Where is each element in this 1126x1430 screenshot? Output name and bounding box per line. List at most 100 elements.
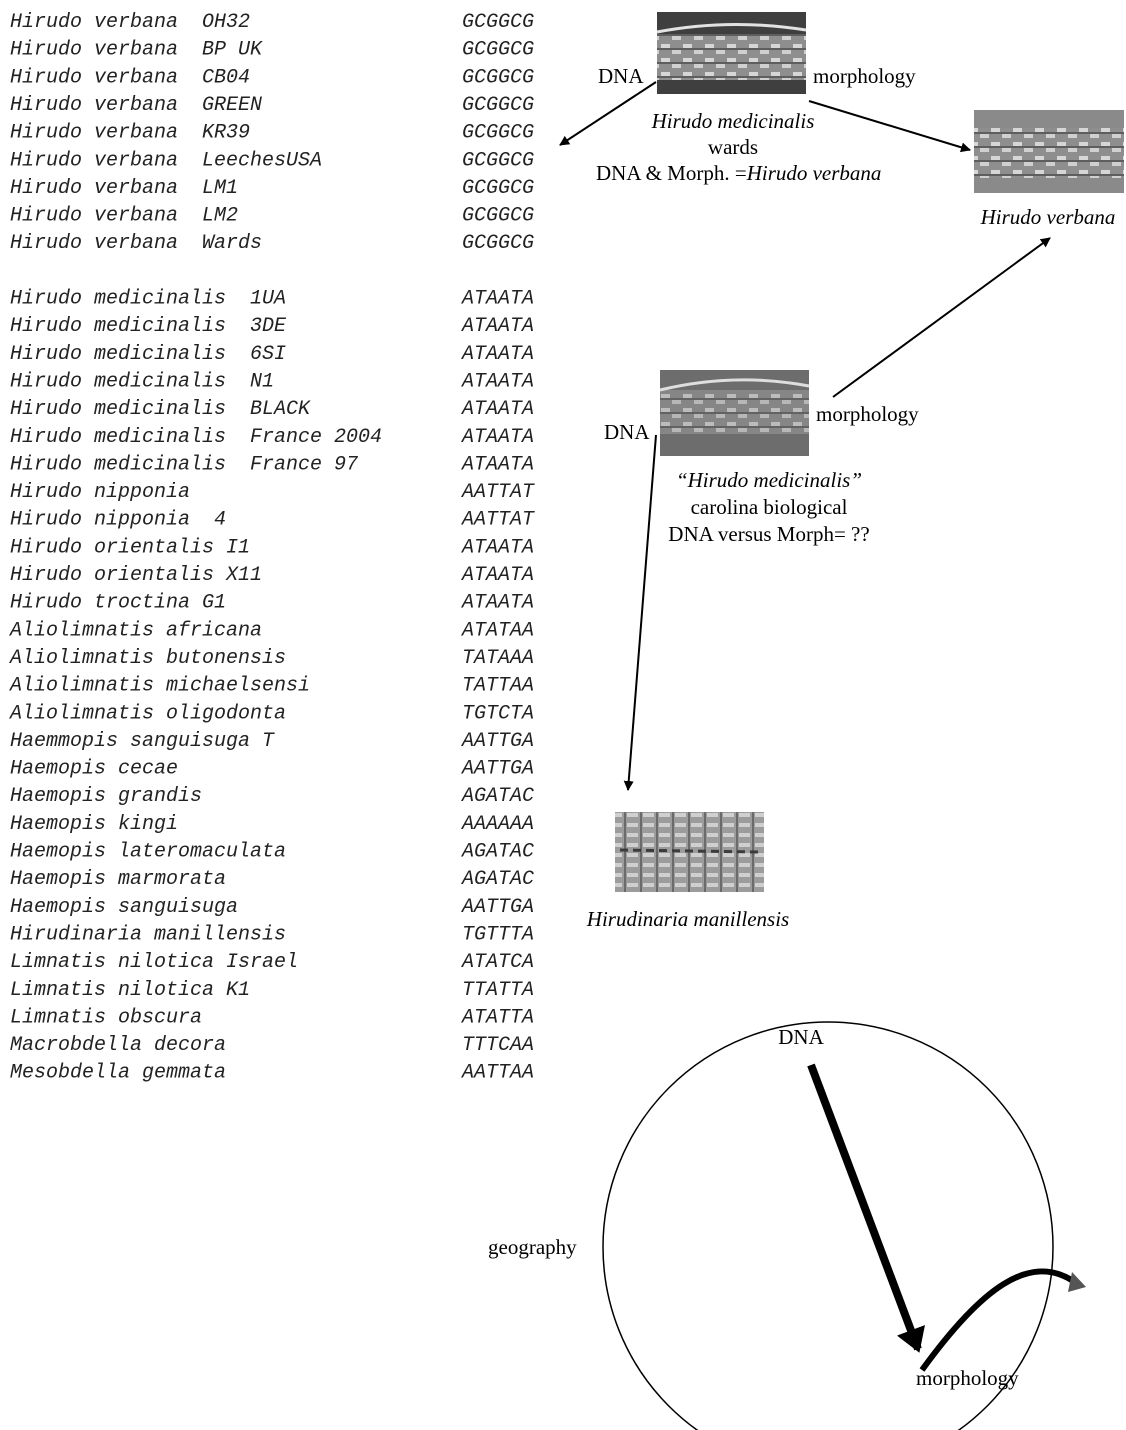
strain-label: LeechesUSA <box>202 149 322 172</box>
sequence-row: Haemopis marmorata AGATAC <box>10 868 534 891</box>
wards-caption-result: DNA & Morph. =Hirudo verbana <box>596 161 881 185</box>
taxon-name: Haemopis cecae <box>10 758 178 781</box>
taxon-name: Aliolimnatis butonensis <box>8 647 286 670</box>
sequence-value: GCGGCG <box>462 122 534 145</box>
strain-label: 4 <box>214 509 226 532</box>
sequence-value: AATTGA <box>460 730 534 753</box>
sequence-row: Mesobdella gemmata AATTAA <box>10 1062 534 1085</box>
strain-label: BP UK <box>202 39 263 62</box>
wards-caption-species: Hirudo medicinalis <box>651 109 815 133</box>
taxon-name: Hirudo verbana <box>10 177 178 200</box>
taxon-name: Haemopis sanguisuga <box>10 896 238 919</box>
taxon-name: Haemopis kingi <box>10 813 178 836</box>
taxon-name: Limnatis obscura <box>10 1006 202 1029</box>
sequence-value: TTTCAA <box>462 1034 534 1057</box>
taxon-name: Haemopis grandis <box>10 785 202 808</box>
taxon-name: Hirudo verbana <box>10 205 178 228</box>
wards-dna-label: DNA <box>598 64 644 88</box>
strain-label: BLACK <box>250 398 311 421</box>
sequence-value: AATTAT <box>460 509 535 532</box>
taxon-name: Hirudo verbana <box>10 39 178 62</box>
sequence-row: Hirudo nipponia 4 AATTAT <box>10 509 535 532</box>
sequence-value: GCGGCG <box>462 94 534 117</box>
taxon-name: Hirudo verbana <box>10 66 178 89</box>
manillensis-panel: Hirudinaria manillensis <box>586 812 789 931</box>
sequence-value: AAAAAA <box>460 813 534 836</box>
sequence-value: AATTGA <box>460 896 534 919</box>
sequence-value: ATAATA <box>460 536 534 559</box>
verbana-caption: Hirudo verbana <box>980 205 1116 229</box>
strain-label: LM1 <box>202 177 238 200</box>
sequence-value: TTATTA <box>462 979 534 1002</box>
taxon-name: Aliolimnatis michaelsensi <box>8 675 310 698</box>
sequence-value: ATAATA <box>460 315 534 338</box>
sequence-value: GCGGCG <box>462 66 534 89</box>
carolina-dna-arrow <box>623 434 657 791</box>
carolina-morphology-label: morphology <box>816 402 919 426</box>
taxon-name: Mesobdella gemmata <box>10 1062 226 1085</box>
carolina-dna-label: DNA <box>604 420 650 444</box>
circle-diagram: DNA geography morphology <box>488 1021 1086 1430</box>
sequence-value: ATATTA <box>460 1006 534 1029</box>
taxon-name: Limnatis nilotica Israel <box>10 951 298 974</box>
taxon-name: Hirudo medicinalis <box>10 453 226 476</box>
verbana-panel: Hirudo verbana <box>974 110 1124 229</box>
wards-dna-arrow <box>559 81 657 146</box>
sequence-value: GCGGCG <box>462 11 534 34</box>
taxon-name: Hirudo troctina G1 <box>10 592 226 615</box>
sequence-value: TGTCTA <box>462 702 534 725</box>
taxon-name: Hirudo orientalis X11 <box>10 564 262 587</box>
sequence-value: AGATAC <box>460 868 534 891</box>
taxon-name: Haemopis marmorata <box>10 868 226 891</box>
taxon-name: Hirudo verbana <box>10 122 178 145</box>
dna-to-morphology-arrow <box>807 1063 925 1353</box>
taxon-name: Hirudo medicinalis <box>10 343 226 366</box>
sequence-value: GCGGCG <box>462 177 534 200</box>
sequence-value: GCGGCG <box>462 205 534 228</box>
morphology-outward-curve <box>919 1268 1078 1372</box>
manillensis-leech-photo <box>615 812 764 892</box>
wards-result-prefix: DNA & Morph. = <box>596 161 747 185</box>
circle-geography-label: geography <box>488 1235 577 1259</box>
wards-leech-photo <box>656 12 807 94</box>
sequence-row: Hirudo verbana LM2 GCGGCG <box>10 205 534 228</box>
sequence-value: ATAATA <box>460 343 534 366</box>
sequence-value: AATTAA <box>460 1062 534 1085</box>
sequence-row: Hirudo verbana LM1 GCGGCG <box>10 177 534 200</box>
taxon-name: Hirudo nipponia <box>10 509 190 532</box>
strain-label: 3DE <box>250 315 287 338</box>
sequence-value: GCGGCG <box>462 232 534 255</box>
sequence-row: Macrobdella decora TTTCAA <box>10 1034 534 1057</box>
strain-label: LM2 <box>202 205 238 228</box>
sequence-value: ATAATA <box>460 453 534 476</box>
wards-panel: DNA morphology Hirudo medicinalis wards … <box>559 12 971 185</box>
strain-label: 1UA <box>250 288 286 311</box>
sequence-row: Limnatis obscura ATATTA <box>10 1006 534 1029</box>
strain-label: KR39 <box>202 122 250 145</box>
wards-result-species: Hirudo verbana <box>746 161 882 185</box>
taxon-name: Macrobdella decora <box>10 1034 226 1057</box>
taxon-name: Hirudo verbana <box>10 232 178 255</box>
wards-caption-source: wards <box>708 135 758 159</box>
strain-label: GREEN <box>202 94 262 117</box>
sequence-row: Haemopis sanguisuga AATTGA <box>10 896 534 919</box>
sequence-value: TGTTTA <box>462 923 534 946</box>
